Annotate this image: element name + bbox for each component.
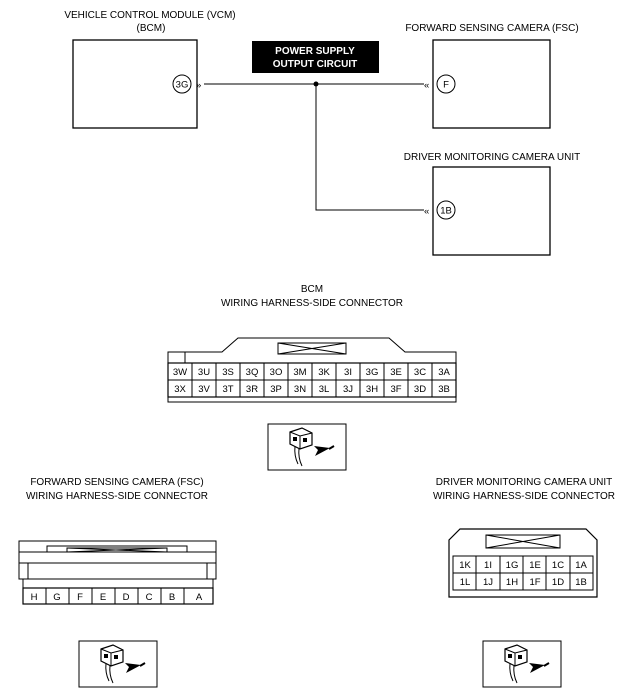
- pin-3O: 3O: [270, 367, 283, 378]
- bcm-pins-row2: 3X 3V 3T 3R 3P 3N 3L 3J 3H 3F 3D 3B: [174, 384, 450, 395]
- bcm-pins-row1: 3W 3U 3S 3Q 3O 3M 3K 3I 3G 3E 3C 3A: [173, 367, 451, 378]
- pin-3F: 3F: [390, 384, 401, 395]
- pin-3H: 3H: [366, 384, 378, 395]
- pin-3P: 3P: [270, 384, 282, 395]
- pin-3A: 3A: [438, 367, 450, 378]
- pin-H: H: [31, 592, 38, 603]
- pin-3J: 3J: [343, 384, 353, 395]
- dmc-terminal-circle: [436, 200, 456, 220]
- vcm-connector-mark: »: [196, 80, 201, 91]
- pin-1I: 1I: [484, 560, 492, 571]
- fsc-title: FORWARD SENSING CAMERA (FSC): [405, 23, 578, 34]
- pin-3D: 3D: [414, 384, 426, 395]
- fsc-terminal-label: F: [443, 80, 449, 91]
- pin-3T: 3T: [222, 384, 233, 395]
- branch-wire: [315, 84, 424, 211]
- pin-E: E: [100, 592, 106, 603]
- pin-1L: 1L: [460, 577, 471, 588]
- fsc-pins: H G F E D C B A: [31, 592, 203, 603]
- dmc-connector-title-line1: DRIVER MONITORING CAMERA UNIT: [436, 477, 613, 488]
- pin-1C: 1C: [552, 560, 564, 571]
- pin-3N: 3N: [294, 384, 306, 395]
- bcm-connector: [167, 337, 457, 403]
- circuit-label-line1: POWER SUPPLY: [275, 46, 355, 57]
- pin-3V: 3V: [198, 384, 210, 395]
- pin-3R: 3R: [246, 384, 258, 395]
- pin-3Q: 3Q: [246, 367, 259, 378]
- dmc-pins-row2: 1L 1J 1H 1F 1D 1B: [460, 577, 587, 588]
- pin-1A: 1A: [575, 560, 587, 571]
- vcm-terminal-circle: [172, 74, 192, 94]
- pin-3W: 3W: [173, 367, 187, 378]
- pin-B: B: [169, 592, 175, 603]
- dmc-connector: [448, 528, 598, 598]
- pin-3B: 3B: [438, 384, 450, 395]
- pin-1K: 1K: [459, 560, 471, 571]
- dmc-terminal-label: 1B: [440, 206, 452, 217]
- pin-1B: 1B: [575, 577, 587, 588]
- pin-A: A: [196, 592, 203, 603]
- connector-view-icon: [267, 423, 347, 471]
- pin-3E: 3E: [390, 367, 402, 378]
- pin-1E: 1E: [529, 560, 541, 571]
- pin-1D: 1D: [552, 577, 564, 588]
- pin-3K: 3K: [318, 367, 330, 378]
- circuit-label-line2: OUTPUT CIRCUIT: [273, 59, 357, 70]
- connector-view-icon: [482, 640, 562, 688]
- pin-1G: 1G: [506, 560, 519, 571]
- dmc-connector-mark: «: [424, 206, 429, 217]
- fsc-connector: [18, 540, 217, 605]
- fsc-connector-title-line2: WIRING HARNESS-SIDE CONNECTOR: [26, 491, 208, 502]
- dmc-connector-title-line2: WIRING HARNESS-SIDE CONNECTOR: [433, 491, 615, 502]
- pin-F: F: [77, 592, 83, 603]
- splice-point: [313, 81, 319, 87]
- dmc-pins-row1: 1K 1I 1G 1E 1C 1A: [459, 560, 587, 571]
- pin-G: G: [53, 592, 60, 603]
- pin-3S: 3S: [222, 367, 234, 378]
- dmc-title: DRIVER MONITORING CAMERA UNIT: [404, 152, 581, 163]
- pin-3U: 3U: [198, 367, 210, 378]
- fsc-terminal-circle: [436, 74, 456, 94]
- vcm-terminal-label: 3G: [176, 80, 189, 91]
- vcm-title-line2: (BCM): [137, 23, 166, 34]
- vcm-title-line1: VEHICLE CONTROL MODULE (VCM): [64, 10, 235, 21]
- pin-3I: 3I: [344, 367, 352, 378]
- pin-3G: 3G: [366, 367, 379, 378]
- pin-3L: 3L: [319, 384, 330, 395]
- pin-1J: 1J: [483, 577, 493, 588]
- circuit-label-box: [252, 41, 379, 73]
- fsc-connector-title-line1: FORWARD SENSING CAMERA (FSC): [30, 477, 203, 488]
- bcm-connector-title-line2: WIRING HARNESS-SIDE CONNECTOR: [221, 298, 403, 309]
- pin-3M: 3M: [293, 367, 306, 378]
- pin-3C: 3C: [414, 367, 426, 378]
- pin-C: C: [146, 592, 153, 603]
- fsc-connector-mark: «: [424, 80, 429, 91]
- pin-D: D: [123, 592, 130, 603]
- bcm-connector-title-line1: BCM: [301, 284, 323, 295]
- connector-view-icon: [78, 640, 158, 688]
- pin-1F: 1F: [529, 577, 540, 588]
- pin-1H: 1H: [506, 577, 518, 588]
- pin-3X: 3X: [174, 384, 186, 395]
